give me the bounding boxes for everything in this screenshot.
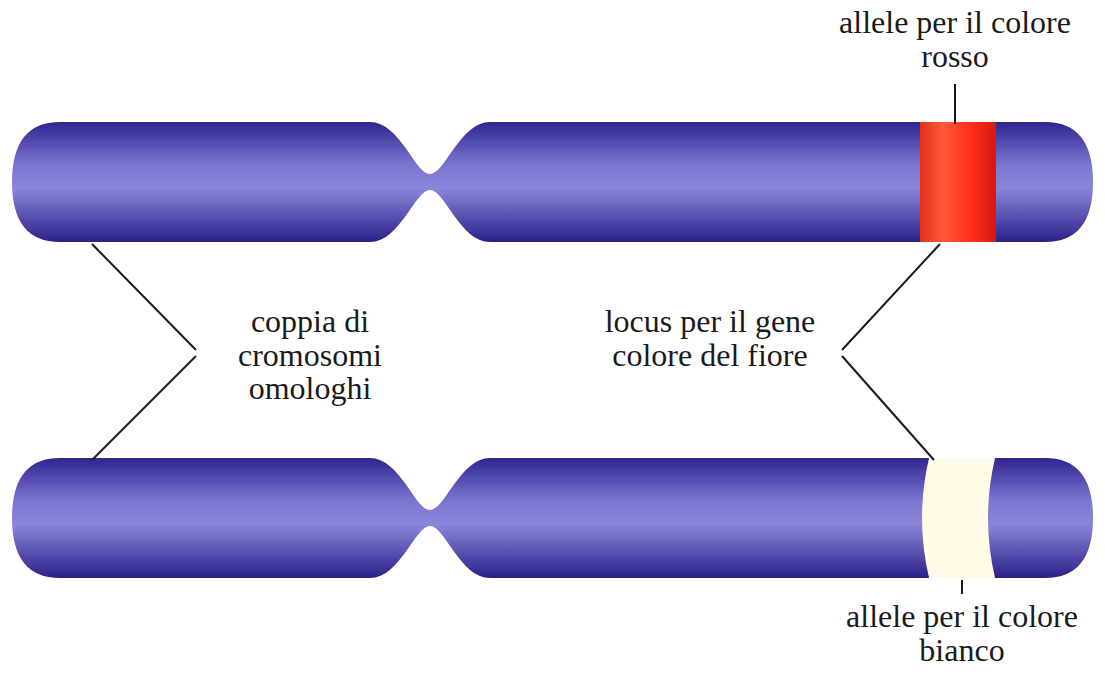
- leader-lines: [92, 84, 962, 594]
- white-allele-band: [922, 454, 996, 582]
- red-allele-band: [920, 118, 996, 248]
- locus-label: locus per il gene colore del fiore: [595, 305, 825, 372]
- homolog-pair-label: coppia di cromosomi omologhi: [210, 305, 410, 406]
- chromosome-bottom: [12, 454, 1093, 582]
- chromosome-top: [12, 118, 1093, 248]
- allele-label: allele per il colore rosso: [830, 6, 1080, 73]
- allele-label: allele per il colore bianco: [837, 600, 1087, 667]
